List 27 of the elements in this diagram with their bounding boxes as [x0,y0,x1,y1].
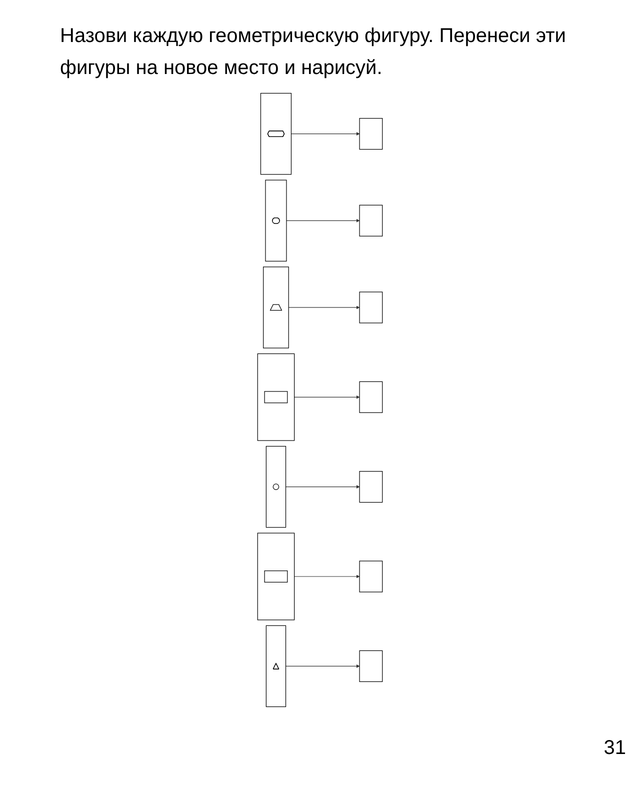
arrow [290,132,360,136]
cluster [257,353,295,441]
cluster [263,266,289,348]
arrow [286,218,360,222]
instruction-text: Назови каждую геометрическую фигуру. Перенеси эти фигуры на новое место и нарисуй. [60,24,567,81]
node-box [359,118,383,150]
node-box [359,204,383,236]
node-box [264,570,288,583]
cluster [265,180,287,262]
cluster [257,532,295,620]
arrow [285,664,360,668]
arrow [294,395,360,399]
cluster [260,92,292,175]
node-box [359,292,383,324]
node-box [359,560,383,592]
node-box [359,650,383,682]
node-box [264,391,288,404]
cluster [266,625,286,708]
page-number: 31 [604,737,626,760]
node-circle [272,484,280,490]
node-box [359,381,383,413]
arrow [294,574,360,578]
arrow [285,485,360,489]
arrow [288,306,360,310]
node-trapezoid [270,304,282,311]
cluster [266,446,286,528]
node-box [359,471,383,503]
